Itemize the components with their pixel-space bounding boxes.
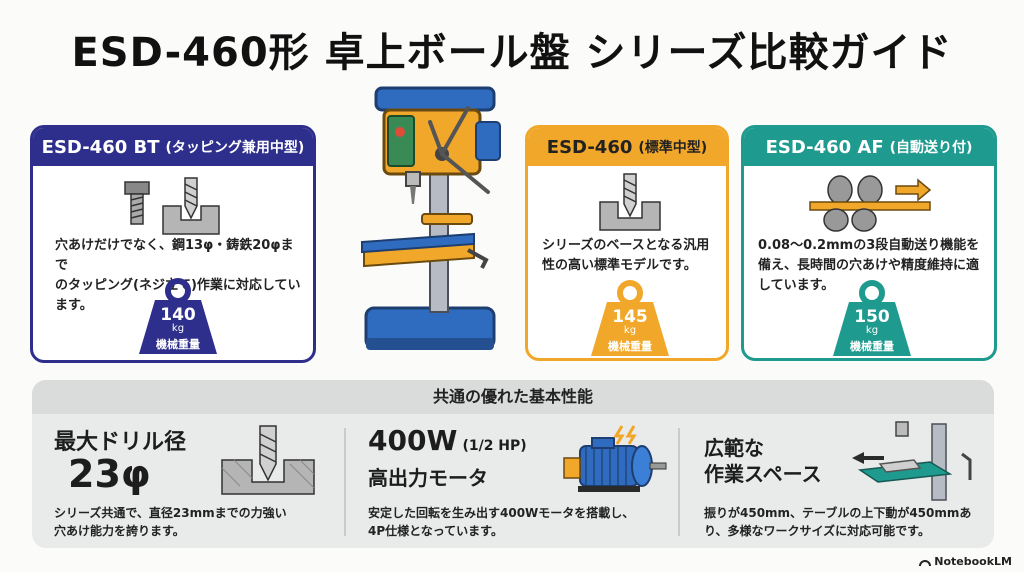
motor-icon bbox=[563, 425, 667, 492]
weight-unit: kg bbox=[865, 325, 879, 336]
weight-label: 機械重量 bbox=[850, 340, 894, 353]
feature-divider bbox=[344, 428, 346, 536]
model-card-bt: ESD-460 BT (タッピング兼用中型) 穴あけだけでなく、鋼13φ・鋳鉄2… bbox=[30, 125, 316, 363]
feature-title-2: 作業スペース bbox=[704, 462, 822, 486]
weight-badge: 150 kg 機械重量 bbox=[829, 280, 915, 358]
weight-icon bbox=[591, 280, 669, 356]
model-name: ESD-460 bbox=[546, 136, 633, 158]
weight-badge: 145 kg 機械重量 bbox=[587, 280, 673, 358]
model-name: ESD-460 AF bbox=[765, 136, 884, 158]
feature-description: 安定した回転を生み出す400Wモータを搭載し、 4P仕様となっています。 bbox=[368, 506, 635, 538]
weight-unit: kg bbox=[623, 325, 637, 336]
drill-icon bbox=[599, 173, 661, 231]
model-description: 0.08〜0.2mmの3段自動送り機能を 備え、長時間の穴あけや精度維持に適 し… bbox=[758, 238, 980, 293]
feature-title: 400W bbox=[368, 424, 458, 457]
notebooklm-logo-icon bbox=[919, 559, 932, 566]
weight-value: 140 bbox=[160, 305, 196, 325]
model-subtitle: (自動送り付) bbox=[889, 140, 973, 156]
model-subtitle: (タッピング兼用中型) bbox=[165, 140, 305, 156]
auto-feed-icon bbox=[809, 175, 932, 232]
card-header: ESD-460 (標準中型) bbox=[528, 128, 726, 166]
tapping-icon bbox=[124, 177, 220, 235]
weight-value: 145 bbox=[612, 307, 648, 327]
weight-badge: 140 kg 機械重量 bbox=[135, 278, 221, 356]
feature-description: 振りが450mm、テーブルの上下動が450mmあ り、多様なワークサイズに対応可… bbox=[704, 506, 972, 538]
model-description: シリーズのベースとなる汎用 性の高い標準モデルです。 bbox=[542, 238, 710, 273]
footer-branding: NotebookLM bbox=[919, 555, 1012, 568]
drill-press-illustration bbox=[361, 86, 501, 350]
card-header: ESD-460 BT (タッピング兼用中型) bbox=[33, 128, 313, 166]
feature-value: 23φ bbox=[68, 452, 151, 496]
model-name: ESD-460 BT bbox=[41, 136, 160, 158]
common-features-heading: 共通の優れた基本性能 bbox=[32, 380, 994, 414]
model-card-standard: ESD-460 (標準中型) シリーズのベースとなる汎用 性の高い標準モデルです… bbox=[525, 125, 729, 361]
feature-title-sub: (1/2 HP) bbox=[462, 438, 527, 454]
weight-value: 150 bbox=[854, 307, 890, 327]
weight-label: 機械重量 bbox=[156, 338, 200, 351]
common-features-panel: 共通の優れた基本性能 最大ドリル径 23φ シリーズ共通で、直径23mmまでの力… bbox=[32, 380, 994, 548]
feature-title-line: 400W (1/2 HP) bbox=[368, 424, 527, 457]
model-description: 穴あけだけでなく、鋼13φ・鋳鉄20φまで のタッピング(ネジ立て)作業に対応し… bbox=[55, 238, 301, 313]
feature-description: シリーズ共通で、直径23mmまでの力強い 穴あけ能力を誇ります。 bbox=[54, 506, 287, 538]
weight-icon bbox=[833, 280, 911, 356]
weight-label: 機械重量 bbox=[608, 340, 652, 353]
weight-unit: kg bbox=[171, 323, 185, 334]
weight-icon bbox=[139, 278, 217, 354]
footer-brand-text: NotebookLM bbox=[934, 555, 1012, 568]
page-title: ESD-460形 卓上ボール盤 シリーズ比較ガイド bbox=[71, 30, 953, 76]
feature-title-2: 高出力モータ bbox=[368, 466, 488, 490]
card-header: ESD-460 AF (自動送り付) bbox=[744, 128, 994, 166]
drill-diameter-icon bbox=[221, 425, 315, 495]
model-card-af: ESD-460 AF (自動送り付) 0.08〜0.2mmの3段自動送り機能を … bbox=[741, 125, 997, 361]
feature-divider bbox=[678, 428, 680, 536]
feature-title: 最大ドリル径 bbox=[54, 430, 187, 455]
feature-title: 広範な bbox=[704, 436, 764, 460]
work-space-icon bbox=[852, 421, 972, 501]
model-subtitle: (標準中型) bbox=[638, 140, 708, 156]
